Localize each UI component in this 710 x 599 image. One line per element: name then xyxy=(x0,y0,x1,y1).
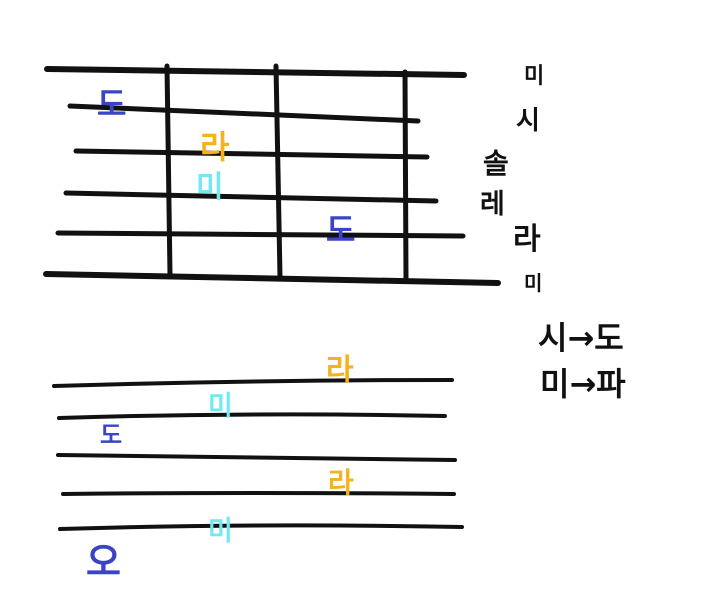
note-label-la: 라 xyxy=(200,128,230,166)
fret-line xyxy=(164,63,173,278)
string-line xyxy=(43,271,501,286)
staff-line xyxy=(56,453,457,462)
fret-line xyxy=(273,63,283,280)
string-line xyxy=(73,148,430,160)
note-label-la: 라 xyxy=(328,466,354,499)
note-label-mi: 미 xyxy=(208,391,233,422)
string-line xyxy=(63,190,439,204)
string-name-mi: 미 xyxy=(524,271,543,295)
rule-si-to-do: 시→도 xyxy=(538,319,624,357)
string-name-sol: 솔 xyxy=(483,147,509,180)
fret-line xyxy=(402,69,409,284)
upper-fretboard xyxy=(43,63,501,286)
note-label-do: 도 xyxy=(100,421,123,449)
note-label-la: 라 xyxy=(326,353,354,388)
note-label-do: 도 xyxy=(326,211,356,249)
string-name-re: 레 xyxy=(480,189,505,220)
note-label-o: 오 xyxy=(86,540,121,584)
staff-line xyxy=(52,378,454,388)
string-line xyxy=(55,230,466,239)
string-line xyxy=(44,66,467,78)
note-label-do: 도 xyxy=(97,85,127,123)
note-label-mi: 미 xyxy=(208,516,233,547)
string-line xyxy=(67,103,421,124)
staff-line xyxy=(57,412,447,420)
string-name-la: 라 xyxy=(513,222,541,257)
note-label-mi: 미 xyxy=(196,170,224,205)
lower-diagram xyxy=(52,378,464,531)
string-name-si: 시 xyxy=(516,106,540,136)
staff-line xyxy=(58,523,464,531)
rule-mi-to-pa: 미→파 xyxy=(540,365,626,403)
staff-line xyxy=(61,491,456,496)
string-name-mi: 미 xyxy=(524,64,545,89)
